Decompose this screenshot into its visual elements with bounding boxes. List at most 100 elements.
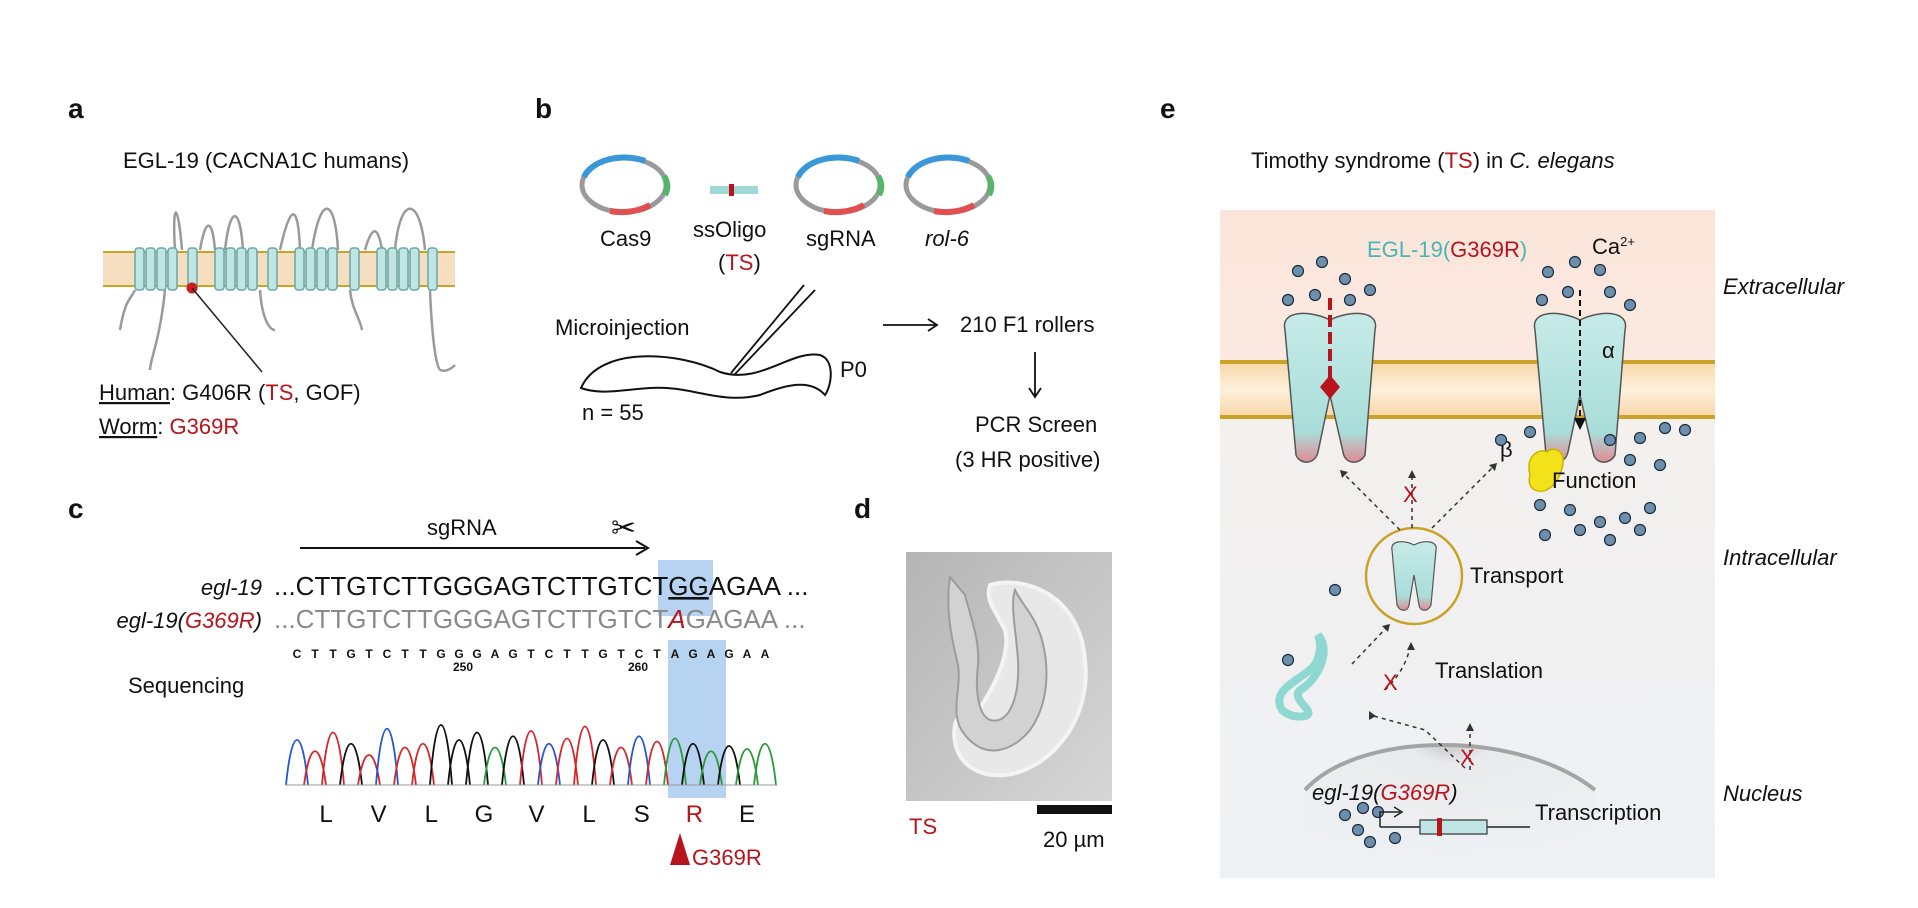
chromatogram-peak [321, 731, 345, 786]
calcium-ion [1618, 511, 1632, 525]
nucleus [1305, 745, 1595, 878]
calcium-ion [1363, 835, 1377, 849]
panel-letter-d: d [854, 493, 871, 524]
trace-base-call: T [581, 647, 589, 661]
protein-title: EGL-19 (CACNA1C humans) [123, 148, 409, 173]
panel-letter-a: a [68, 93, 84, 124]
panel-a: a EGL-19 (CACNA1C humans) [68, 93, 456, 439]
calcium-ion [1538, 528, 1552, 542]
trace-base-call: G [508, 647, 517, 661]
amino-acid: L [582, 801, 595, 828]
calcium-ion [1541, 265, 1555, 279]
mutant-sequence: ...CTTGTCTTGGGAGTCTTGTCTAGAGAA ... [274, 604, 806, 634]
pathway-arrowheads [1340, 463, 1497, 731]
trace-base-call: G [454, 647, 463, 661]
calcium-ion [1603, 433, 1617, 447]
plasmid-label-ssoligo: ssOligo [693, 217, 766, 242]
beta-subunit-icon [1528, 448, 1564, 492]
plasmid-cas9 [579, 154, 671, 216]
extracellular-label: Extracellular [1723, 274, 1846, 299]
calcium-ion [1623, 298, 1637, 312]
chromatogram-peak [429, 724, 453, 786]
trace-base-call: T [419, 647, 427, 661]
amino-acid: S [634, 801, 650, 828]
gene-exon [1419, 819, 1488, 835]
p0-label: P0 [840, 357, 867, 382]
arrow-down-icon [1028, 352, 1042, 399]
calcium-ion [1623, 453, 1637, 467]
chromatogram-peak [357, 754, 381, 786]
calcium-ion [1533, 498, 1547, 512]
ssoligo-ts-label: (TS) [718, 250, 761, 275]
calcium-ion [1291, 264, 1305, 278]
trace-base-call: A [671, 647, 680, 661]
amino-acid: L [319, 801, 332, 828]
calcium-ion [1658, 421, 1672, 435]
calcium-ions [1281, 255, 1692, 849]
transcription-label: Transcription [1535, 800, 1661, 825]
calcium-ion [1653, 458, 1667, 472]
nuclear-envelope [1303, 743, 1597, 792]
trace-base-call: C [293, 647, 302, 661]
chromatogram-peak [339, 743, 363, 786]
pcr-screen-label: PCR Screen [975, 412, 1097, 437]
block-x-transcription: X [1460, 745, 1475, 770]
pam-highlight [658, 560, 713, 616]
trace-base-call: G [346, 647, 355, 661]
mutation-callout-line [191, 287, 263, 373]
transport-vesicle [1364, 526, 1464, 626]
gene-label: egl-19(G369R) [1312, 780, 1458, 805]
mrna-strand [1275, 632, 1328, 721]
microinjection-label: Microinjection [555, 315, 690, 340]
plasmid-sgrna [793, 154, 885, 216]
trace-base-call: T [563, 647, 571, 661]
panel-b: b Cas9 ssOligo (TS) sgRNA rol-6 [535, 93, 1100, 472]
calcium-ion [1356, 801, 1370, 815]
amino-acid: V [371, 801, 387, 828]
chromatogram-trace [285, 724, 777, 786]
f1-rollers-label: 210 F1 rollers [960, 312, 1095, 337]
calcium-ion [1563, 503, 1577, 517]
amino-acid: G [475, 801, 494, 828]
scale-bar-label: 20 µm [1043, 827, 1105, 852]
calcium-ion [1535, 293, 1549, 307]
trace-base-call: A [491, 647, 500, 661]
amino-acid: R [686, 801, 703, 828]
calcium-ion [1338, 272, 1352, 286]
trace-base-call: G [472, 647, 481, 661]
panel-d: d TS 20 µm [854, 493, 1112, 852]
trace-base-call: G [688, 647, 697, 661]
trace-base-call: A [761, 647, 770, 661]
amino-acid: V [528, 801, 544, 828]
chromatogram-peak [375, 728, 399, 786]
human-mutation-line: Human: G406R (TS, GOF) [99, 380, 361, 405]
function-label: Function [1552, 468, 1636, 493]
trace-base-call: G [598, 647, 607, 661]
trace-base-call: C [545, 647, 554, 661]
trace-base-call: T [365, 647, 373, 661]
trace-position-260: 260 [628, 660, 648, 674]
trace-base-call: T [617, 647, 625, 661]
panel-e-title: Timothy syndrome (TS) in C. elegans [1251, 148, 1615, 173]
amino-acid: L [425, 801, 438, 828]
chromatogram-peak [519, 730, 543, 786]
plasmid-label-rol6: rol-6 [925, 226, 970, 251]
trace-base-call: G [724, 647, 733, 661]
worm-mutation-line: Worm: G369R [99, 414, 239, 439]
alpha-subunit-label: α [1602, 338, 1615, 363]
plasmid-label-sgrna: sgRNA [806, 226, 876, 251]
calcium-ion [1643, 501, 1657, 515]
calcium-ion [1315, 255, 1329, 269]
trace-base-call: A [707, 647, 716, 661]
translation-label: Translation [1435, 658, 1543, 683]
ssoligo-icon [710, 184, 758, 196]
calcium-ion [1363, 283, 1377, 297]
block-x-transport: X [1403, 482, 1418, 507]
chromatogram-peak [285, 739, 309, 786]
plasmid-label-cas9: Cas9 [600, 226, 651, 251]
calcium-ion [1338, 808, 1352, 822]
calcium-ion [1328, 583, 1342, 597]
mutation-arrowhead-icon [670, 833, 690, 865]
worm-outline [579, 353, 832, 399]
